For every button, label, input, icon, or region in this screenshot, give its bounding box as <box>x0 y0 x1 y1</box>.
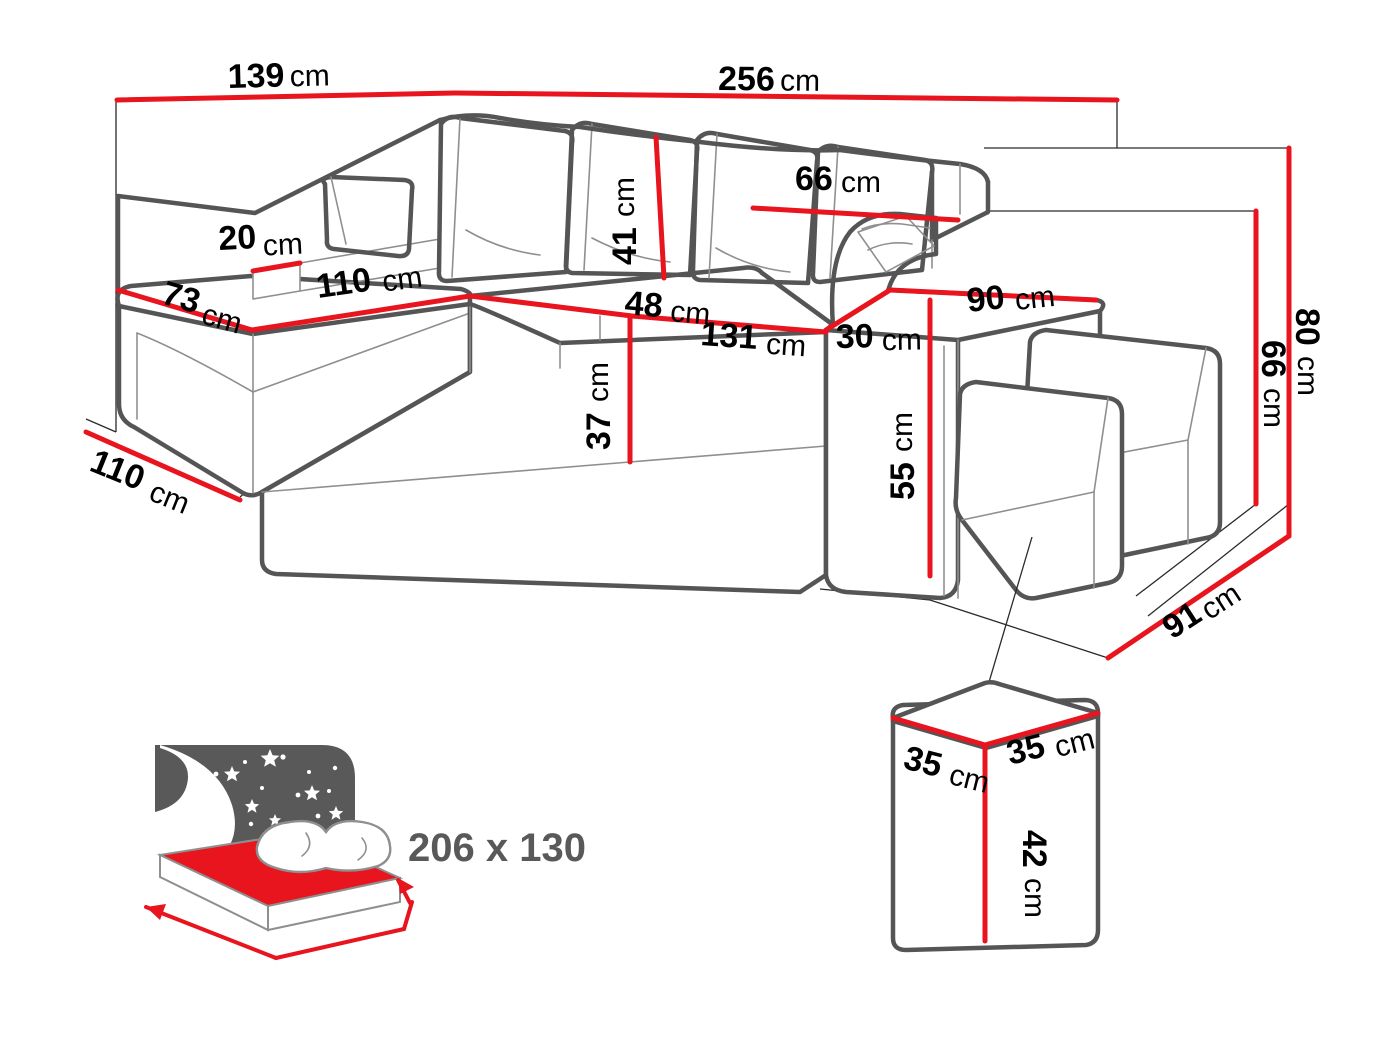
dimline-91 <box>1105 533 1292 661</box>
label-48: 48 <box>623 284 664 325</box>
label-110-seat: 110 <box>314 261 374 306</box>
label-pouffe-depth: 35 <box>1003 727 1049 773</box>
dimension-labels: 139 cm 256 cm 20 cm 73 cm 110 cm 110 cm <box>85 57 1326 647</box>
dimline-110-seat <box>249 293 473 333</box>
unit-139: cm <box>289 59 330 93</box>
right-back-panel <box>929 169 991 243</box>
unit-80: cm <box>1291 356 1324 396</box>
unit-66-cushion: cm <box>841 166 881 199</box>
dimline-66-cushion <box>750 205 961 223</box>
unit-55: cm <box>886 412 919 452</box>
unit-41: cm <box>608 177 641 217</box>
dimline-48 <box>467 293 635 319</box>
label-66-height: 66 <box>1254 340 1292 378</box>
red-dimension-lines <box>83 90 1292 661</box>
sofa-illustration <box>115 113 1223 601</box>
label-pouffe-height: 42 <box>1015 830 1053 868</box>
backrest-top-edge <box>437 113 991 185</box>
label-30: 30 <box>835 317 873 356</box>
label-139: 139 <box>227 57 285 96</box>
label-66-cushion: 66 <box>795 160 833 198</box>
dimline-73 <box>115 287 255 333</box>
label-131: 131 <box>699 315 758 357</box>
back-cushion-4 <box>810 143 935 285</box>
unit-48: cm <box>669 295 712 331</box>
label-80: 80 <box>1288 308 1326 346</box>
small-pillow <box>321 174 415 259</box>
label-37: 37 <box>580 412 618 450</box>
unit-30: cm <box>882 324 923 358</box>
label-20: 20 <box>217 218 257 258</box>
pillow-group <box>255 819 392 874</box>
pouffe-dimline-left <box>890 715 988 748</box>
dimline-20 <box>250 260 303 274</box>
dimline-41 <box>653 134 667 281</box>
label-55: 55 <box>884 462 922 500</box>
sleeping-area-icon: 206 x 130 <box>144 745 586 960</box>
unit-37: cm <box>582 362 615 402</box>
pouffe-box-near <box>953 379 1125 601</box>
unit-131: cm <box>765 328 807 364</box>
sleeping-area-label: 206 x 130 <box>408 826 586 870</box>
dimline-131 <box>629 313 829 335</box>
unit-90: cm <box>1013 280 1056 317</box>
dimline-30 <box>823 287 893 333</box>
bed-arrow-width <box>144 905 278 960</box>
pouffe-detail-body <box>890 697 1101 953</box>
dimline-139 <box>114 90 458 103</box>
pouffe-detail-illustration: 35 cm 35 cm 42 cm <box>890 536 1101 953</box>
unit-66-height: cm <box>1257 388 1290 428</box>
unit-110-seat: cm <box>380 260 424 298</box>
label-90: 90 <box>965 278 1007 320</box>
mattress-side <box>267 876 401 932</box>
pouffe-dimline-right <box>982 710 1101 748</box>
dimline-90 <box>887 287 1099 303</box>
label-41: 41 <box>606 227 644 265</box>
label-pouffe-width: 35 <box>900 739 946 785</box>
unit-20: cm <box>262 228 304 263</box>
unit-256: cm <box>780 65 820 98</box>
label-256: 256 <box>718 60 775 98</box>
dimline-110-depth <box>83 429 243 503</box>
unit-pouffe-height: cm <box>1018 878 1051 918</box>
main-seat-block <box>259 293 829 595</box>
chaise-back-panel <box>115 117 443 293</box>
dimline-256 <box>452 90 1120 103</box>
bed-arrow-length <box>274 927 406 960</box>
